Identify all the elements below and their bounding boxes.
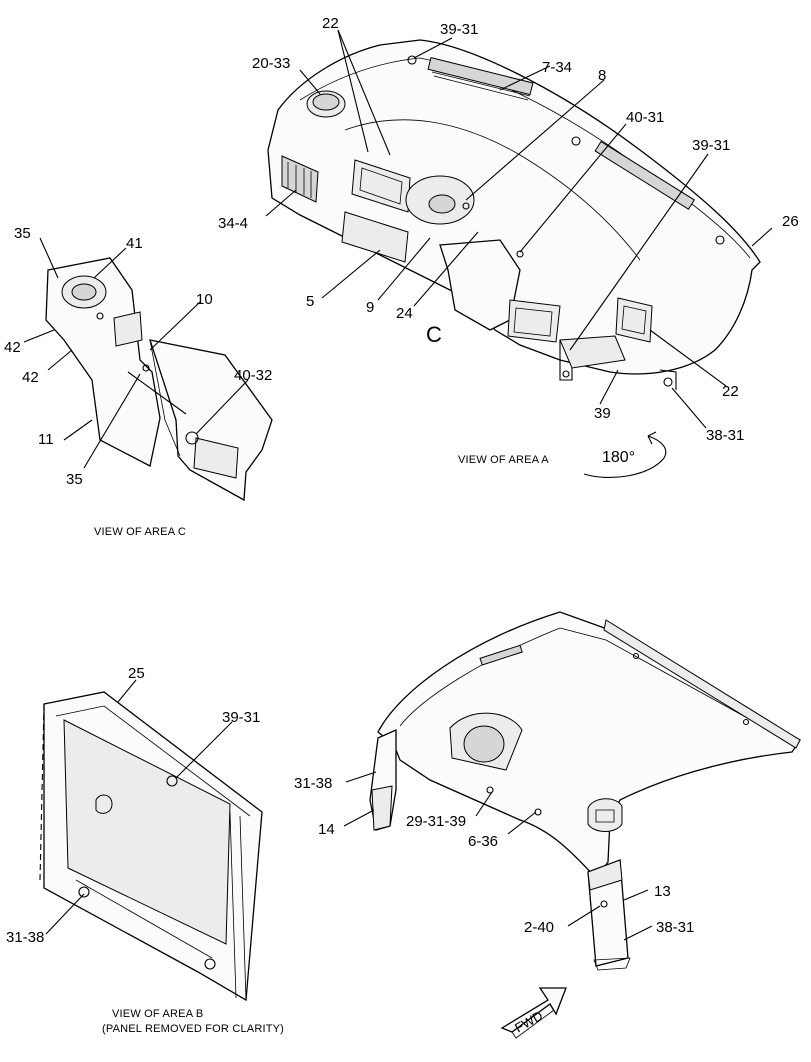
callout-39-31-c: 39-31	[222, 709, 260, 726]
caption-area-a: VIEW OF AREA A	[458, 454, 549, 466]
vent-22-right	[615, 297, 653, 343]
callout-22-b: 22	[722, 383, 739, 400]
callout-14: 14	[318, 821, 335, 838]
rotation-arrow	[583, 435, 667, 479]
callout-31-38-a: 31-38	[6, 929, 44, 946]
fastener-40-32	[185, 431, 199, 445]
column-cover-11	[45, 257, 161, 467]
caption-area-b-line1: VIEW OF AREA B	[112, 1008, 203, 1020]
callout-7-34: 7-34	[542, 59, 572, 76]
callout-8: 8	[598, 67, 606, 84]
column-shroud	[439, 239, 521, 331]
rotation-label: 180°	[602, 449, 635, 466]
screw-39-31-top	[407, 55, 417, 65]
speaker-grille-right	[594, 140, 695, 210]
callout-39: 39	[594, 405, 611, 422]
callout-10: 10	[196, 291, 213, 308]
callouts-area-b: 25 39-31 31-38 VIEW OF AREA B (PANEL REM…	[6, 665, 284, 1035]
view-area-b	[39, 691, 263, 1002]
callout-11: 11	[38, 431, 54, 448]
leader-lines	[23, 29, 773, 941]
callout-31-38-b: 31-38	[294, 775, 332, 792]
fwd-arrow	[500, 987, 567, 1033]
glovebox-5	[341, 211, 409, 263]
view-area-c	[45, 257, 273, 502]
callout-38-31-b: 38-31	[656, 919, 694, 936]
callouts-area-a: 22 39-31 20-33 7-34 8 40-31 39-31 34-4 2…	[218, 15, 799, 466]
callouts-headliner: 31-38 14 29-31-39 6-36 13 2-40 38-31 FWD	[294, 775, 694, 1036]
callout-5: 5	[306, 293, 314, 310]
callout-6-36: 6-36	[468, 833, 498, 850]
view-headliner	[369, 611, 801, 1039]
callout-38-31: 38-31	[706, 427, 744, 444]
view-area-a	[267, 39, 761, 479]
callout-34-4: 34-4	[218, 215, 248, 232]
screw-31-38-b	[78, 886, 90, 898]
caption-area-c: VIEW OF AREA C	[94, 526, 186, 538]
caption-area-b-line2: (PANEL REMOVED FOR CLARITY)	[102, 1023, 284, 1035]
callout-25: 25	[128, 665, 145, 682]
headliner-panel	[377, 611, 801, 880]
callout-2-40: 2-40	[524, 919, 554, 936]
callout-20-33: 20-33	[252, 55, 290, 72]
callouts-area-c: 35 41 10 42 42 40-32 11 35 VIEW OF AREA …	[4, 225, 272, 538]
callout-29-31-39: 29-31-39	[406, 813, 466, 830]
callout-42-b: 42	[22, 369, 39, 386]
screw-39-31-b	[166, 775, 178, 787]
callout-9: 9	[366, 299, 374, 316]
callout-35-b: 35	[66, 471, 83, 488]
callout-35-a: 35	[14, 225, 31, 242]
callout-39-31-b: 39-31	[692, 137, 730, 154]
callout-41: 41	[126, 235, 143, 252]
section-letter-c: C	[426, 322, 442, 347]
callout-39-31-a: 39-31	[440, 21, 478, 38]
dashboard-panel-26	[267, 39, 761, 375]
vent-square	[587, 798, 623, 832]
bracket-39	[559, 335, 626, 369]
callout-40-32: 40-32	[234, 367, 272, 384]
callout-40-31: 40-31	[626, 109, 664, 126]
panel-10	[149, 339, 273, 502]
side-vent-34-4	[281, 155, 319, 203]
callout-22-a: 22	[322, 15, 339, 32]
callout-26: 26	[782, 213, 799, 230]
callout-13: 13	[654, 883, 671, 900]
callout-42-a: 42	[4, 339, 21, 356]
clip-14	[371, 785, 393, 831]
speaker-grille-7-34	[427, 56, 534, 96]
callout-24: 24	[396, 305, 413, 322]
